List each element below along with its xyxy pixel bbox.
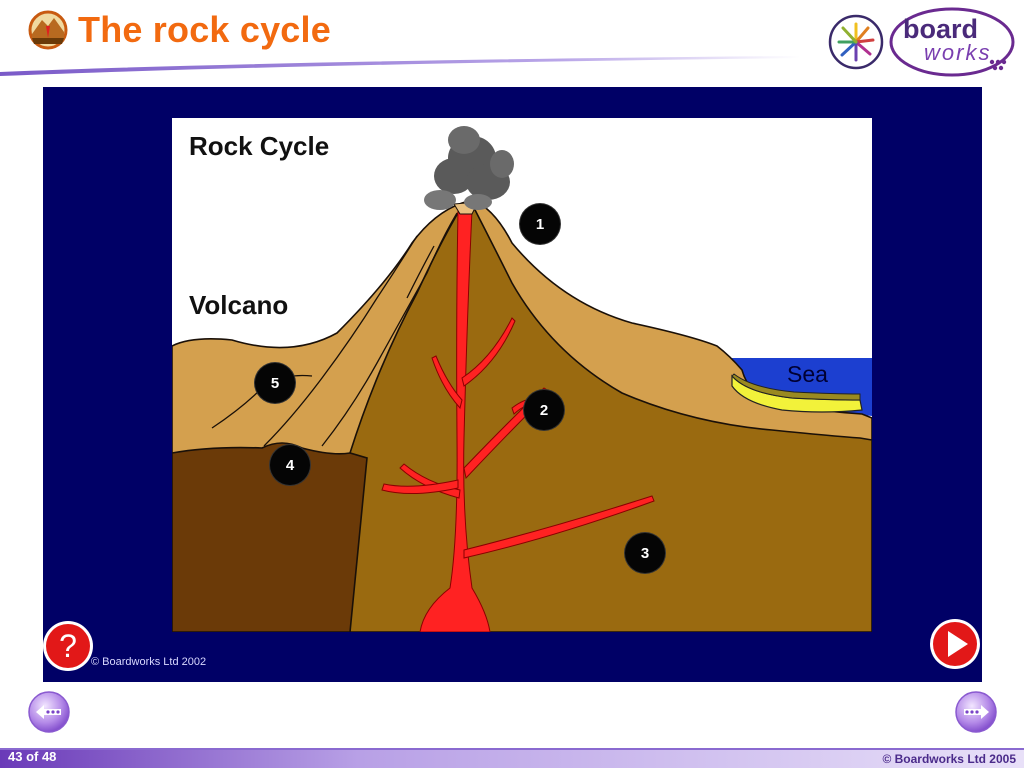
previous-slide-button[interactable] xyxy=(27,690,71,734)
play-triangle-icon xyxy=(948,631,968,657)
volcano-label: Volcano xyxy=(189,290,289,320)
question-mark-icon: ? xyxy=(59,628,77,664)
slide-counter: 43 of 48 xyxy=(8,749,57,764)
page-title: The rock cycle xyxy=(78,9,331,50)
smoke-plume xyxy=(424,126,514,210)
logo-text-works: works xyxy=(924,40,992,65)
marker-4[interactable]: 4 xyxy=(270,445,310,485)
rock-cycle-thumbnail-icon xyxy=(28,10,68,50)
boardworks-logo-oval xyxy=(889,7,1015,77)
marker-5[interactable]: 5 xyxy=(255,363,295,403)
marker-2[interactable]: 2 xyxy=(524,390,564,430)
marker-1[interactable]: 1 xyxy=(520,204,560,244)
rock-cycle-diagram xyxy=(172,118,872,632)
logo-text-board: board xyxy=(903,14,979,44)
help-button[interactable]: ? xyxy=(42,620,94,672)
diagram-heading: Rock Cycle xyxy=(189,131,330,161)
next-slide-button[interactable] xyxy=(954,690,998,734)
volcano-interior xyxy=(349,203,872,632)
diagram-copyright: © Boardworks Ltd 2002 xyxy=(91,656,207,668)
marker-3[interactable]: 3 xyxy=(625,533,665,573)
bedrock xyxy=(172,442,368,632)
sea-label: Sea xyxy=(787,361,828,387)
footer-copyright: © Boardworks Ltd 2005 xyxy=(882,752,1016,766)
sediment-layer-upper xyxy=(731,373,861,401)
header-divider xyxy=(0,56,800,76)
play-button[interactable] xyxy=(929,618,981,670)
footer-bar xyxy=(0,748,1024,768)
boardworks-wheel-icon xyxy=(828,14,884,70)
